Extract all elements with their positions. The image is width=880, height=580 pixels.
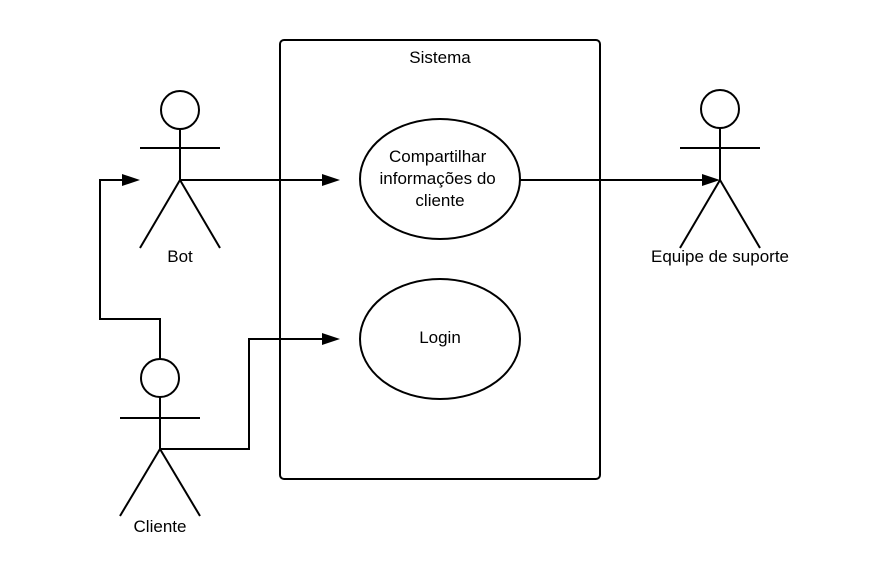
connector-cliente-to-login-line [160,338,322,450]
use-case-compartilhar-line-3: cliente [415,191,464,210]
use-case-compartilhar-line-1: Compartilhar [389,147,487,166]
system-boundary-box [279,39,601,480]
connector-compartilhar-to-suporte [520,174,720,186]
actor-suporte-head [700,89,740,129]
system-boundary: Sistema [279,39,601,480]
actor-suporte-label: Equipe de suporte [651,247,789,266]
connector-cliente-to-bot [99,174,161,359]
actor-cliente-right-leg [159,448,201,517]
actor-suporte-left-leg [679,179,721,249]
actor-bot-label: Bot [167,247,193,266]
actor-suporte-right-leg [719,179,761,249]
arrowhead [322,174,340,186]
actor-bot: Bot [139,90,221,266]
actor-cliente: Cliente [119,358,201,536]
connector-cliente-to-bot-line [99,179,161,359]
actor-equipe-de-suporte: Equipe de suporte [651,89,789,266]
use-case-login-ellipse [359,278,521,400]
use-case-compartilhar: Compartilhar informações do cliente [359,118,521,240]
connector-cliente-to-login [160,333,340,450]
system-title: Sistema [409,48,471,67]
use-case-compartilhar-line-2: informações do [380,169,496,188]
use-case-compartilhar-label: Compartilhar informações do cliente [380,147,501,210]
actor-bot-head [160,90,200,130]
actor-cliente-head [140,358,180,398]
arrowhead [702,174,720,186]
actor-bot-right-leg [179,179,221,249]
arrowhead [322,333,340,345]
actor-bot-left-leg [139,179,181,249]
use-case-login-label: Login [419,328,461,347]
actor-cliente-left-leg [119,448,161,517]
arrowhead [122,174,140,186]
actor-cliente-label: Cliente [134,517,187,536]
use-case-login: Login [359,278,521,400]
connector-bot-to-compartilhar [180,174,340,186]
